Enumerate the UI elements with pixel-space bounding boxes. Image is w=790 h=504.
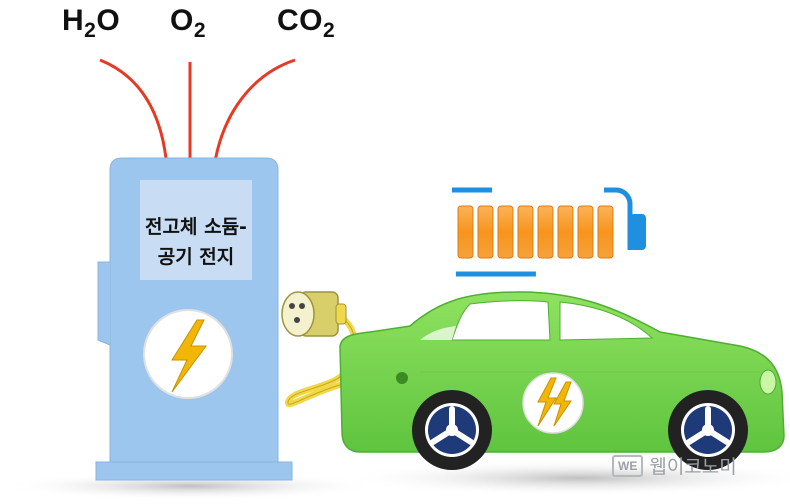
station-label-line2: 공기 전지 — [157, 246, 235, 268]
watermark: WE 웹이코노미 — [612, 452, 737, 479]
lightning-bolt-icon — [553, 381, 572, 427]
battery-cells — [457, 205, 614, 259]
lightning-bolt-icon — [537, 377, 557, 427]
car-window-rear — [559, 301, 654, 341]
station-label: 전고체 소듐- 공기 전지 — [140, 180, 252, 280]
watermark-badge: WE — [612, 454, 644, 477]
battery-cell — [517, 205, 534, 259]
car-window-front — [451, 300, 551, 341]
wheel-icon — [412, 390, 492, 470]
watermark-text: 웹이코노미 — [649, 456, 737, 478]
gas-label-h2o: H2O — [62, 4, 121, 42]
battery-icon — [435, 187, 646, 277]
station-label-line1: 전고체 소듐- — [145, 216, 247, 238]
car-bolt-badge — [522, 372, 584, 434]
battery-cell — [537, 205, 554, 259]
wheel-icon — [668, 390, 748, 470]
gas-label-co2: CO2 — [277, 4, 336, 42]
battery-cell — [577, 205, 594, 259]
gas-label-o2: O2 — [170, 4, 207, 42]
battery-cell — [497, 205, 514, 259]
battery-cell — [597, 205, 614, 259]
plug-icon — [281, 291, 347, 337]
battery-cell — [457, 205, 474, 259]
battery-cell — [477, 205, 494, 259]
battery-cell — [557, 205, 574, 259]
lightning-bolt-icon — [171, 319, 207, 393]
